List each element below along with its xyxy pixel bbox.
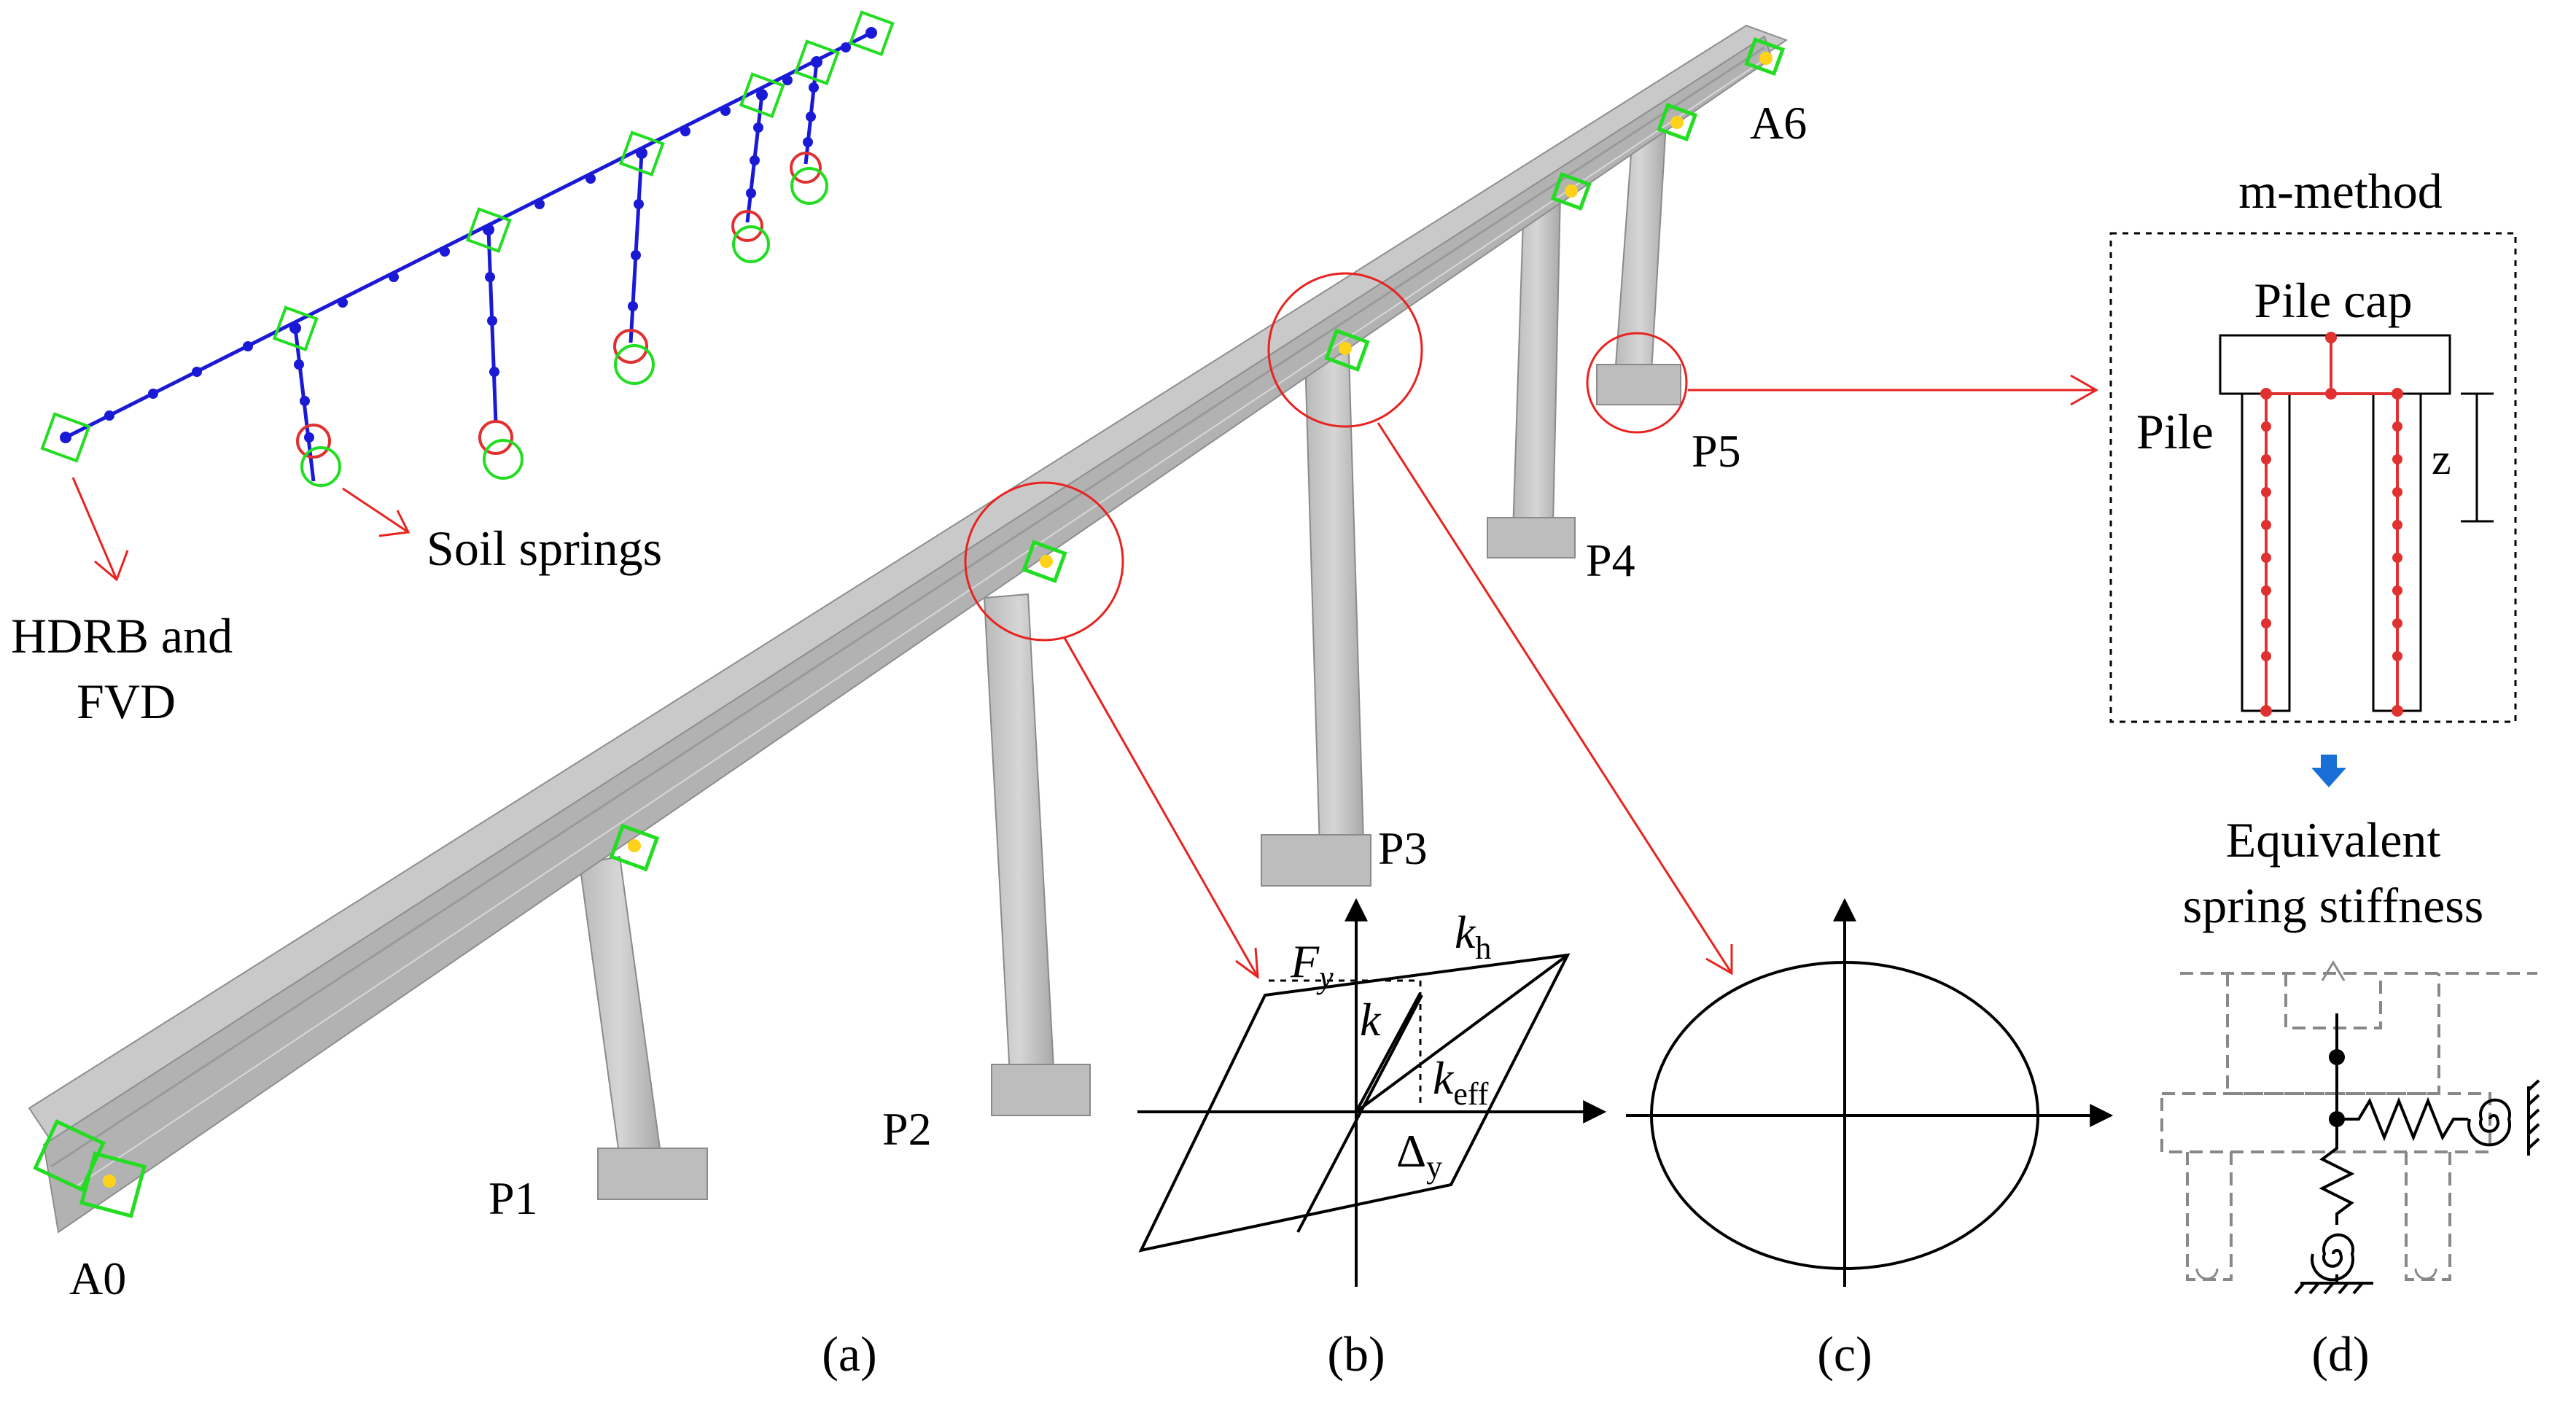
panel-label-c: (c): [1817, 1326, 1872, 1382]
panel-label-d: (d): [2311, 1326, 2369, 1382]
viscous-damper-diagram: [1626, 897, 2114, 1287]
label-dy: Δy: [1396, 1125, 1442, 1185]
pier-p3-footing: [1261, 834, 1371, 887]
k-line: [1355, 992, 1422, 1113]
label-equiv-line2: spring stiffness: [2183, 878, 2483, 933]
pier-p1-footing: [597, 1148, 708, 1200]
fy-guide: [1269, 979, 1422, 1108]
callout-arrows: [71, 272, 2099, 980]
m-method-box: [2109, 232, 2517, 723]
hysteresis-loop: [1138, 953, 1571, 1253]
wire-pier-p2: [486, 229, 498, 424]
pier-p2-footing: [991, 1064, 1091, 1116]
label-k: k: [1360, 994, 1382, 1045]
label-a0: A0: [69, 1253, 126, 1304]
label-p2: P2: [882, 1103, 932, 1155]
pier-p4: [1511, 192, 1562, 534]
label-keff: keff: [1433, 1052, 1489, 1112]
label-a6: A6: [1750, 97, 1807, 149]
label-p4: P4: [1586, 534, 1635, 586]
elastic-line: [1296, 994, 1423, 1233]
label-soil-springs: Soil springs: [427, 521, 662, 576]
callout-circle-p2: [964, 481, 1124, 642]
keff-line: [1355, 954, 1569, 1113]
label-pile-cap: Pile cap: [2254, 273, 2412, 328]
pier-columns: [578, 121, 1681, 1200]
pier-p3: [1304, 352, 1365, 851]
label-p1: P1: [489, 1172, 538, 1224]
rotational-spring-bottom: [2311, 1233, 2354, 1282]
pile-cap: [2219, 334, 2451, 395]
pile-fem-nodes: [2260, 332, 2403, 717]
down-arrow-icon: [2311, 755, 2346, 787]
pier-p4-footing: [1487, 517, 1576, 558]
soil-spring-symbols: [296, 152, 828, 487]
label-p3: P3: [1378, 822, 1428, 874]
label-hdrb-line2: FVD: [77, 674, 176, 729]
callout-circle-p3: [1267, 272, 1423, 428]
label-pile: Pile: [2136, 404, 2214, 459]
label-fy: Fy: [1290, 935, 1334, 995]
bridge-deck: [28, 24, 1789, 1234]
damper-loop: [1650, 961, 2039, 1270]
label-hdrb-line1: HDRB and: [11, 608, 233, 663]
label-z: z: [2432, 435, 2451, 483]
callout-circle-p5: [1586, 332, 1688, 434]
m-method-title: m-method: [2238, 163, 2443, 219]
pier-p5-footing: [1596, 364, 1681, 405]
wire-bearings: [40, 10, 895, 463]
wire-pier-p3: [629, 152, 644, 343]
rotational-spring-right: [2467, 1098, 2511, 1147]
deck-side: [42, 35, 1773, 1234]
bridge-3d-model: [28, 24, 1789, 1234]
label-kh: kh: [1455, 906, 1491, 966]
bearing-markers: [103, 52, 1773, 1188]
equivalent-spring-schematic: [2160, 960, 2540, 1295]
pier-p1: [578, 855, 661, 1161]
wire-nodes: [60, 27, 877, 443]
label-p5: P5: [1692, 425, 1741, 477]
label-equiv-line1: Equivalent: [2226, 812, 2441, 868]
panel-label-a: (a): [822, 1326, 876, 1382]
pier-p2: [983, 593, 1055, 1077]
panel-label-b: (b): [1327, 1326, 1385, 1382]
bearing-symbols: [33, 37, 1786, 1218]
hysteresis-diagram: [1137, 897, 1607, 1287]
wireframe-model: [40, 10, 895, 487]
